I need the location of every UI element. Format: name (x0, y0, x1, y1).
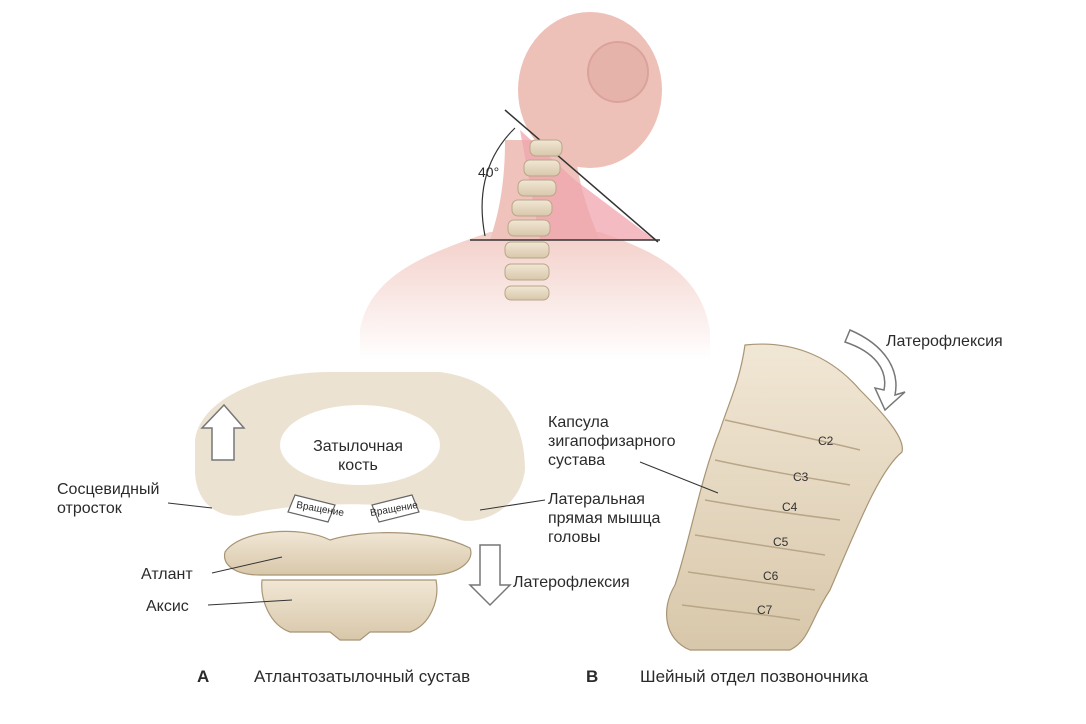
atlas-label: Атлант (141, 566, 193, 583)
vertebra-label-c2: C2 (818, 434, 834, 448)
leader-rectus (479, 499, 546, 511)
lateroflexion-label-b: Латерофлексия (886, 333, 1003, 350)
rectus-label-line1: Латеральная (548, 491, 645, 508)
leader-atlas (211, 556, 283, 574)
vertebra-label-c3: C3 (793, 470, 809, 484)
leader-capsule (639, 461, 719, 494)
vertebra-label-c7: C7 (757, 603, 773, 617)
occipital-label-line2: кость (338, 457, 378, 474)
lateral-spine-column (666, 343, 903, 651)
lateral-rectus-label: Латеральная прямая мышца головы (548, 490, 660, 547)
panel-b-illustration (639, 329, 906, 651)
mastoid-label-line1: Сосцевидный (57, 481, 160, 498)
down-arrow-icon (468, 544, 512, 607)
flexion-line-upper (504, 109, 659, 243)
lateroflexion-label-a: Латерофлексия (513, 574, 630, 591)
panel-a-illustration (167, 372, 546, 641)
up-arrow-icon (200, 403, 246, 461)
capsule-label: Капсула зигапофизарного сустава (548, 413, 676, 470)
panel-b-caption: Шейный отдел позвоночника (640, 667, 869, 686)
axis-label: Аксис (146, 598, 189, 615)
mastoid-process-label: Сосцевидный отросток (57, 480, 159, 518)
rectus-label-line3: головы (548, 529, 601, 546)
head-neck-figure (360, 12, 710, 360)
mastoid-label-line2: отросток (57, 500, 122, 517)
occipital-label-line1: Затылочная (313, 438, 403, 455)
atlas-vertebra (224, 530, 472, 576)
rotation-arrow-right-icon (371, 494, 420, 523)
angle-label: 40° (478, 164, 500, 180)
capsule-label-line1: Капсула (548, 414, 609, 431)
hair-bun (587, 41, 649, 103)
capsule-label-line3: сустава (548, 452, 606, 469)
axis-vertebra (261, 579, 438, 641)
panel-a-caption: Атлантозатылочный сустав (254, 667, 471, 686)
lateroflexion-arrow-icon (843, 329, 906, 412)
vertebra-label-c6: C6 (763, 569, 779, 583)
rotation-arrow-left-icon (287, 494, 336, 523)
leader-axis (207, 599, 293, 606)
capsule-label-line2: зигапофизарного (548, 433, 676, 450)
vertebra-label-c5: C5 (773, 535, 789, 549)
occipital-bone-label: Затылочная кость (308, 437, 408, 475)
vertebra-dividers (681, 419, 861, 621)
vertebra-label-c4: C4 (782, 500, 798, 514)
flexion-highlight (520, 130, 655, 240)
panel-a-letter: A (197, 667, 210, 686)
leader-mastoid (167, 502, 213, 509)
rectus-label-line2: прямая мышца (548, 510, 661, 527)
angle-arc (481, 127, 516, 237)
panel-b-letter: B (586, 667, 599, 686)
foramen-region (280, 405, 440, 485)
neck-spine (504, 139, 563, 301)
